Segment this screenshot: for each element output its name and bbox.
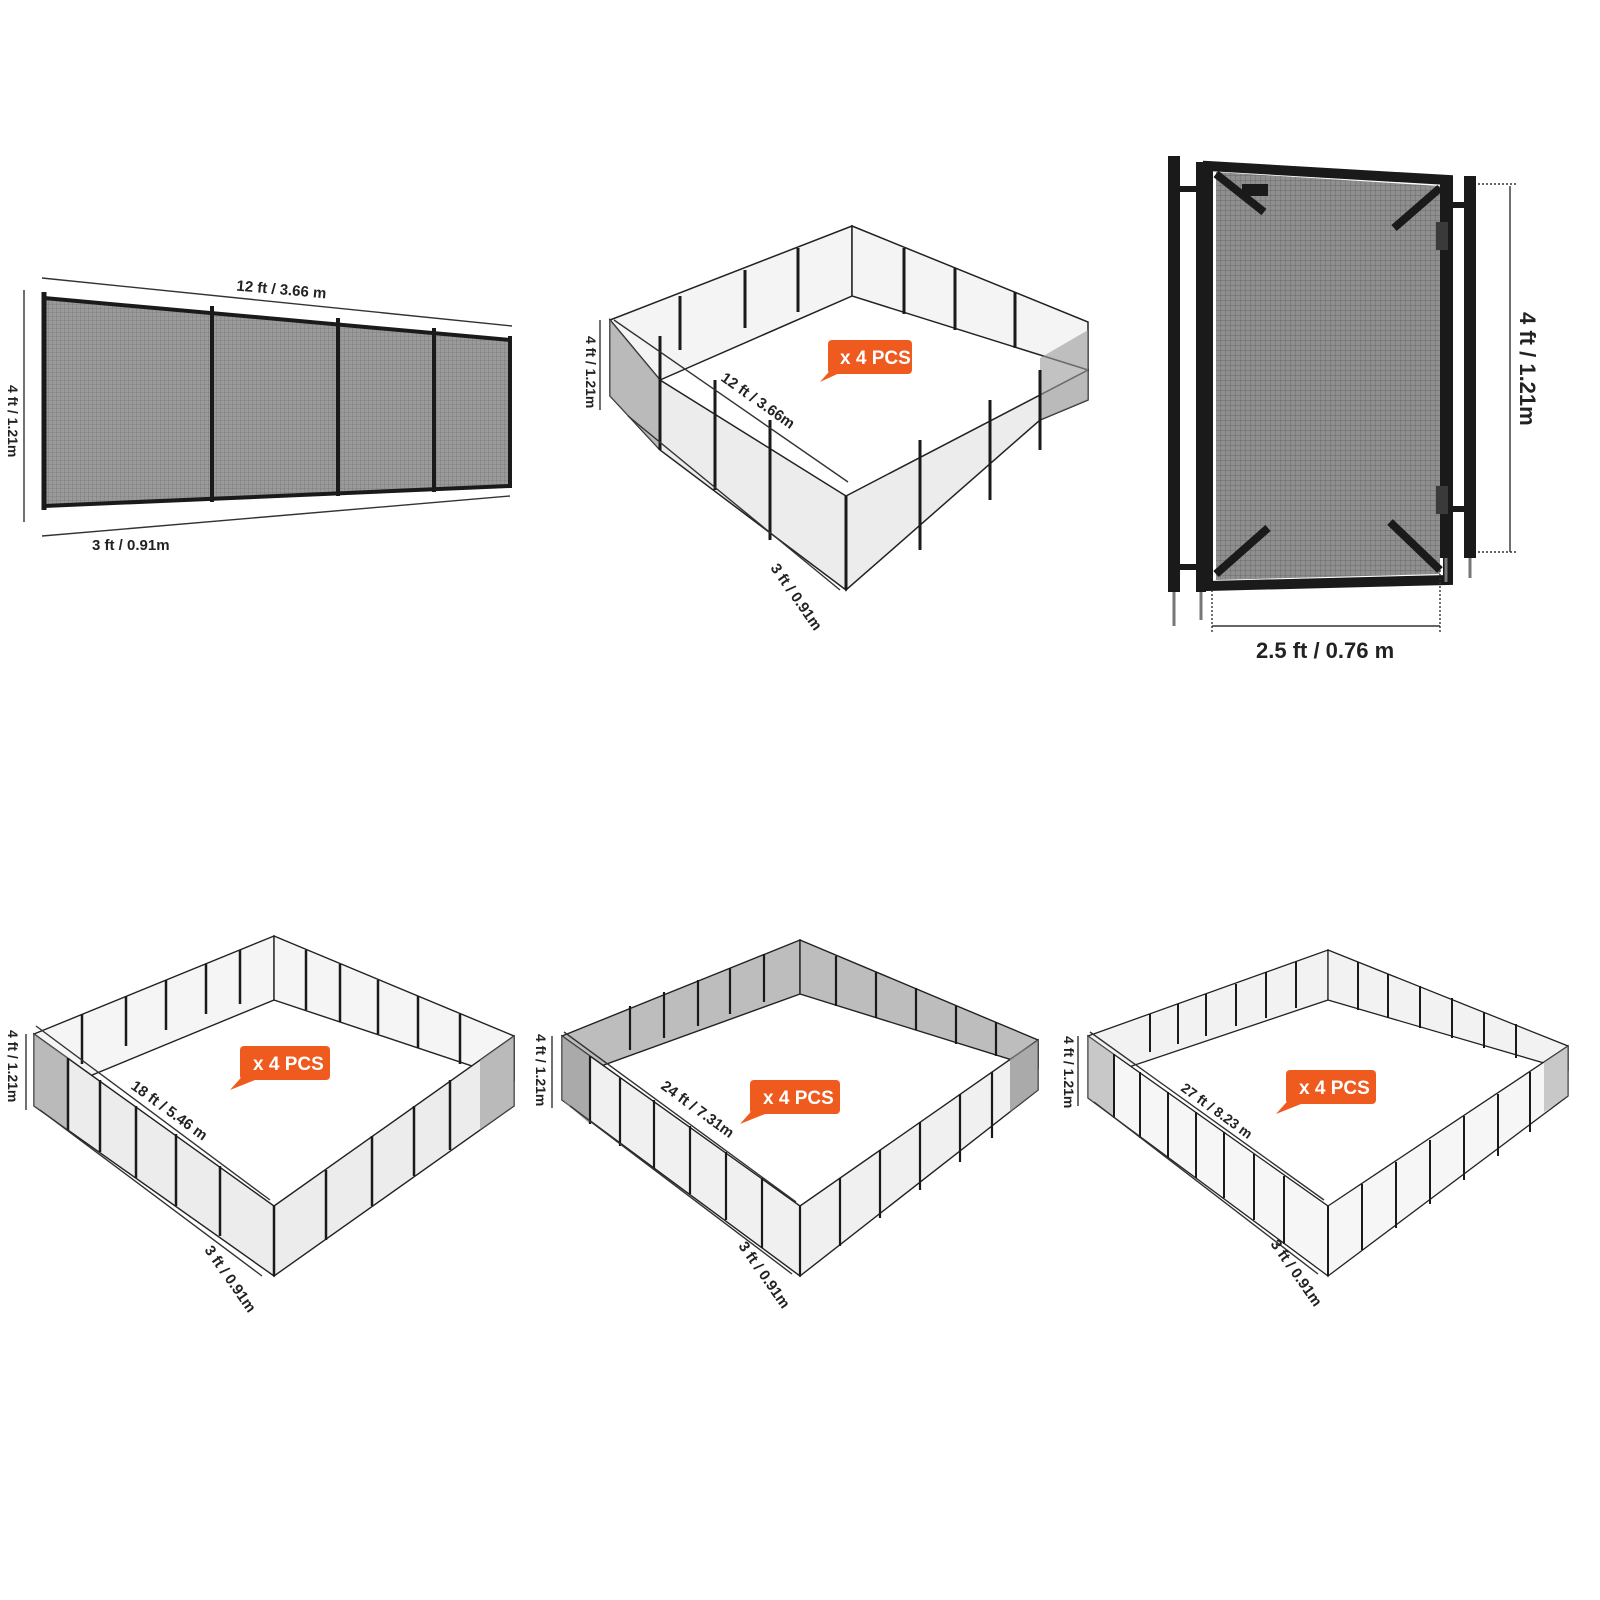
quantity-badge: x 4 PCS — [230, 1046, 330, 1090]
fence-section-illustration: 12 ft / 3.66 m 4 ft / 1.21m 3 ft / 0.91m — [5, 277, 513, 554]
post-spacing-label: 3 ft / 0.91m — [92, 537, 170, 554]
hinge-icon — [1436, 486, 1448, 514]
enclosure-27ft-illustration: 27 ft / 8.23 m 4 ft / 1.21m 3 ft / 0.91m… — [1061, 949, 1569, 1310]
width-label: 2.5 ft / 0.76 m — [1256, 638, 1394, 663]
height-label: 4 ft / 1.21m — [5, 385, 21, 457]
gate-mesh — [1216, 172, 1440, 580]
gate-post-right — [1440, 176, 1452, 558]
enclosure-18ft-illustration: 18 ft / 5.46 m 4 ft / 1.21m 3 ft / 0.91m… — [5, 934, 515, 1316]
svg-text:x 4 PCS: x 4 PCS — [1299, 1078, 1370, 1099]
quantity-badge: x 4 PCS — [740, 1080, 840, 1124]
height-label: 4 ft / 1.21m — [1061, 1036, 1077, 1108]
fence-mesh — [44, 298, 510, 506]
enclosure-24ft-illustration: 24 ft / 7.31m 4 ft / 1.21m 3 ft / 0.91m … — [533, 938, 1039, 1312]
height-label: 4 ft / 1.21m — [533, 1034, 549, 1106]
post-spacing-label: 3 ft / 0.91m — [767, 561, 825, 634]
height-label: 4 ft / 1.21m — [583, 336, 599, 408]
height-label: 4 ft / 1.21m — [5, 1030, 21, 1102]
hinge-icon — [1436, 222, 1448, 250]
height-label: 4 ft / 1.21m — [1515, 312, 1540, 426]
svg-text:x 4 PCS: x 4 PCS — [840, 348, 911, 369]
svg-text:x 4 PCS: x 4 PCS — [253, 1054, 324, 1075]
quantity-badge: x 4 PCS — [820, 340, 912, 382]
enclosure-fence — [608, 224, 1089, 592]
gate-post-left — [1168, 156, 1180, 592]
enclosure-12ft-illustration: 12 ft / 3.66m 4 ft / 1.21m 3 ft / 0.91m … — [583, 224, 1089, 634]
svg-text:x 4 PCS: x 4 PCS — [763, 1088, 834, 1109]
quantity-badge: x 4 PCS — [1276, 1070, 1376, 1114]
gate-illustration: 2.5 ft / 0.76 m 4 ft / 1.21m — [1168, 156, 1540, 663]
